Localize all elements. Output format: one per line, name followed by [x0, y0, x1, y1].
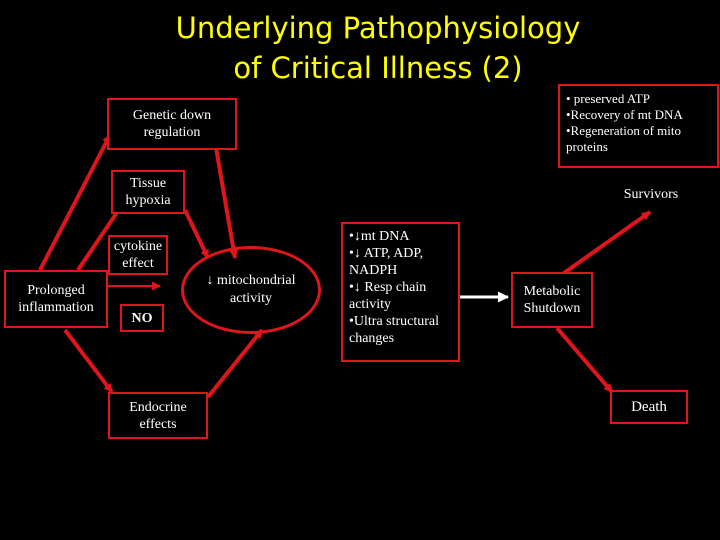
mito-effects-line-2: •↓ ATP, ADP, — [349, 246, 424, 261]
mito-effects-line-5: activity — [349, 297, 391, 312]
recovery-line-4: proteins — [566, 139, 608, 154]
node-genetic-down-regulation: Genetic down regulation — [107, 98, 237, 150]
arrow-shutdown-to-survivors — [555, 210, 652, 280]
node-prolonged-inflammation: Prolonged inflammation — [4, 270, 108, 328]
endocrine-line-2: effects — [139, 416, 177, 432]
node-endocrine-effects: Endocrine effects — [108, 392, 208, 439]
tissue-hypoxia-line-1: Tissue — [129, 176, 167, 191]
arrow-endocrine-to-mito — [206, 328, 264, 399]
arrow-hypoxia-to-mito — [183, 209, 210, 259]
recovery-line-3: •Regeneration of mito — [566, 123, 682, 138]
node-no: NO — [120, 304, 164, 332]
arrow-genetic-to-mito — [213, 141, 239, 259]
mito-effects-line-1: •↓mt DNA — [349, 229, 410, 244]
prolonged-inflammation-line-1: Prolonged — [27, 283, 85, 298]
mito-activity-line-1: ↓ mitochondrial — [206, 273, 296, 288]
mito-effects-line-3: NADPH — [349, 263, 398, 278]
metabolic-shutdown-line-1: Metabolic — [523, 284, 581, 299]
mito-activity-text: ↓ mitochondrial activity — [206, 272, 295, 308]
node-recovery-notes: • preserved ATP •Recovery of mt DNA •Reg… — [558, 84, 719, 168]
prolonged-inflammation-line-2: inflammation — [18, 300, 94, 315]
arrow-inflammation-to-genetic — [38, 134, 112, 271]
slide-title: Underlying Pathophysiology of Critical I… — [0, 8, 720, 88]
genetic-line-2: regulation — [143, 125, 201, 140]
endocrine-line-1: Endocrine — [129, 399, 187, 415]
mito-effects-line-6: •Ultra structural — [349, 314, 440, 329]
mito-activity-line-2: activity — [229, 291, 272, 306]
cytokine-line-2: effect — [122, 256, 154, 271]
node-cytokine-effect: cytokine effect — [108, 235, 168, 275]
mito-effects-line-7: changes — [349, 331, 395, 346]
recovery-line-2: •Recovery of mt DNA — [566, 107, 683, 122]
mito-effects-line-4: •↓ Resp chain — [349, 280, 427, 295]
arrow-inflammation-to-hypoxia — [76, 203, 124, 272]
tissue-hypoxia-line-2: hypoxia — [125, 193, 171, 208]
title-line-2: of Critical Illness (2) — [233, 51, 523, 85]
arrow-shutdown-to-death — [555, 326, 614, 394]
node-mitochondrial-effects: •↓mt DNA •↓ ATP, ADP, NADPH •↓ Resp chai… — [341, 222, 460, 362]
node-death: Death — [610, 390, 688, 424]
genetic-line-1: Genetic down — [132, 108, 212, 123]
node-mitochondrial-activity: ↓ mitochondrial activity — [181, 246, 321, 334]
metabolic-shutdown-line-2: Shutdown — [523, 301, 581, 316]
arrow-inflammation-to-endocrine — [63, 328, 114, 394]
node-metabolic-shutdown: Metabolic Shutdown — [511, 272, 593, 328]
node-tissue-hypoxia: Tissue hypoxia — [111, 170, 185, 214]
cytokine-line-1: cytokine — [113, 239, 163, 254]
label-survivors: Survivors — [623, 187, 679, 202]
title-line-1: Underlying Pathophysiology — [175, 11, 581, 45]
recovery-line-1: • preserved ATP — [566, 91, 650, 106]
